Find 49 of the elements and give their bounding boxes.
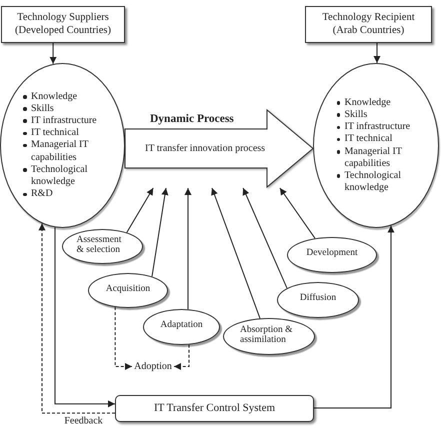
stage-label: Diffusion — [300, 293, 336, 304]
arrow — [211, 188, 260, 319]
arrow — [50, 42, 57, 64]
outcome-label: Adoption — [133, 360, 173, 373]
stage-label: Adaptation — [160, 320, 203, 331]
stage-ellipse — [277, 282, 359, 318]
box-title: Technology Suppliers (Developed Countries) — [14, 12, 112, 37]
list-item: Managerial IT capabilities — [22, 139, 103, 164]
list-item: IT infrastructure — [336, 121, 416, 134]
arrow — [242, 188, 288, 289]
arrow — [126, 188, 154, 233]
arrow — [184, 188, 192, 310]
list-item: Managerial IT capabilities — [336, 146, 416, 170]
stage-ellipse — [287, 237, 377, 273]
edge-label: Feedback — [63, 416, 104, 427]
process-label: IT transfer innovation process — [145, 142, 266, 155]
list-item: Technological knowledge — [336, 170, 416, 194]
party-box — [1, 6, 125, 43]
list-item: IT technical — [22, 127, 103, 140]
box-title: Technology Recipient (Arab Countries) — [321, 12, 416, 37]
arrow — [54, 226, 116, 408]
block-arrow — [124, 108, 314, 188]
dashed-arrow — [114, 306, 132, 370]
process-heading: Dynamic Process — [150, 113, 234, 126]
arrow — [152, 188, 168, 277]
stage-label: Acquisition — [106, 284, 150, 294]
control-box — [115, 395, 314, 422]
stage-label: Development — [306, 248, 358, 259]
list-item: R&D — [22, 188, 103, 200]
list-item: IT infrastructure — [22, 114, 103, 128]
stage-ellipse — [88, 273, 168, 308]
dashed-arrow — [174, 344, 190, 370]
stage-ellipse — [223, 318, 315, 355]
arrow — [374, 42, 380, 64]
list-item: Technological knowledge — [22, 164, 103, 188]
dashed-arrow — [38, 222, 116, 414]
list-item: Knowledge — [336, 96, 416, 109]
list-item: Skills — [22, 102, 103, 115]
arrow — [314, 225, 394, 408]
arrow — [279, 188, 316, 239]
stage-ellipse — [62, 229, 143, 264]
party-box — [305, 6, 432, 43]
stage-label: Assessment & selection — [76, 234, 122, 256]
list-item: IT technical — [336, 133, 416, 146]
list-item: Knowledge — [22, 90, 103, 103]
list-item: Skills — [336, 108, 416, 122]
box-title: IT Transfer Control System — [154, 402, 276, 415]
stage-ellipse — [143, 309, 220, 345]
stage-label: Absorption & assimilation — [240, 324, 294, 346]
